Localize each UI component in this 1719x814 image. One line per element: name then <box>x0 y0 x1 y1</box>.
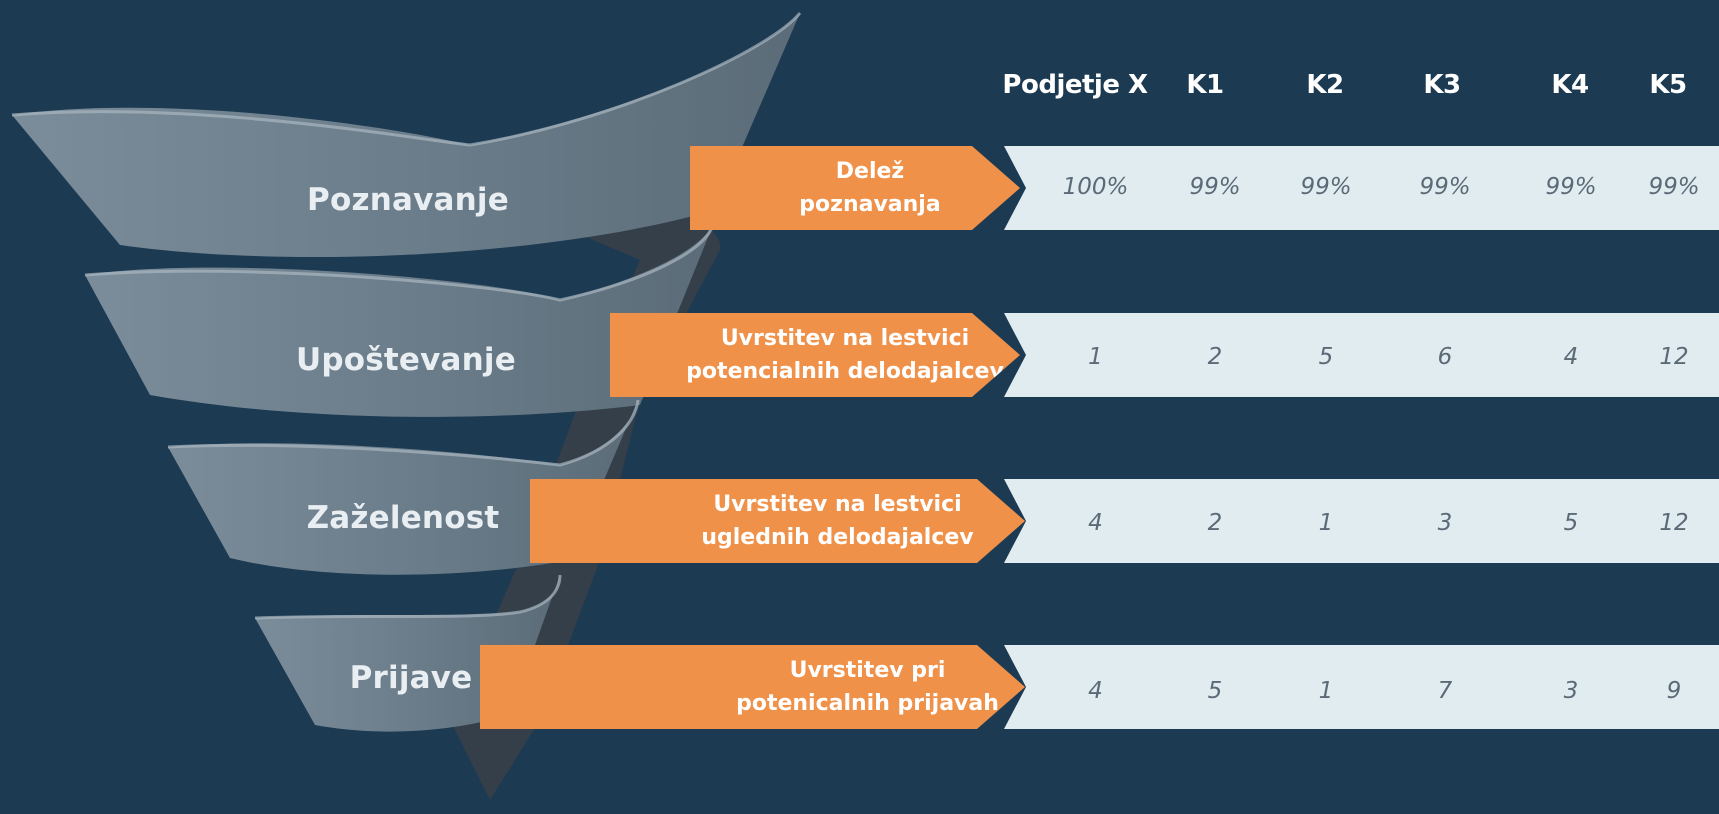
value-cell: 1 <box>1318 510 1334 536</box>
value-band-row-2 <box>1004 313 1719 397</box>
metric-label-line1: Delež <box>835 159 905 184</box>
value-cell: 12 <box>1659 344 1689 370</box>
stage-label-prijave: Prijave <box>349 660 473 696</box>
column-header-k3: K3 <box>1423 70 1461 100</box>
value-cell: 4 <box>1088 678 1103 704</box>
column-header-k4: K4 <box>1551 70 1589 100</box>
value-cell: 5 <box>1318 344 1334 370</box>
stage-label-poznavanje: Poznavanje <box>307 182 509 218</box>
value-band-row-3 <box>1004 479 1719 563</box>
metric-arrow-ugledni-delodajalci: Uvrstitev na lestvici uglednih delodajal… <box>530 479 1025 563</box>
stage-label-upostevanje: Upoštevanje <box>295 342 516 378</box>
value-band-row-1 <box>1004 146 1719 230</box>
value-cell: 99% <box>1189 174 1241 200</box>
value-cell: 2 <box>1207 510 1223 536</box>
metric-label-line2: uglednih delodajalcev <box>701 525 974 550</box>
value-cell: 99% <box>1545 174 1597 200</box>
funnel-graphic <box>11 12 802 800</box>
value-cell: 4 <box>1563 344 1579 370</box>
value-cell: 4 <box>1088 510 1103 536</box>
column-header-k2: K2 <box>1306 70 1344 100</box>
metric-label-line1: Uvrstitev na lestvici <box>713 492 962 517</box>
metric-arrow-potencialne-prijave: Uvrstitev pri potenicalnih prijavah <box>480 645 1025 729</box>
value-cell: 12 <box>1659 510 1689 536</box>
value-cell: 99% <box>1648 174 1700 200</box>
value-cell: 7 <box>1437 678 1453 704</box>
metric-label-line2: potencialnih delodajalcev <box>686 359 1004 384</box>
value-cell: 5 <box>1563 510 1579 536</box>
value-cell: 2 <box>1207 344 1223 370</box>
value-cell: 100% <box>1062 174 1129 200</box>
value-band-row-4 <box>1004 645 1719 729</box>
value-cell: 99% <box>1300 174 1352 200</box>
metric-label-line1: Uvrstitev na lestvici <box>720 326 970 351</box>
metric-arrow-potencialni-delodajalci: Uvrstitev na lestvici potencialnih delod… <box>610 313 1020 397</box>
metric-label-line1: Uvrstitev pri <box>789 658 946 683</box>
value-cell: 6 <box>1437 344 1453 370</box>
metric-arrow-delez-poznavanja: Delež poznavanja <box>690 146 1020 230</box>
column-header-k1: K1 <box>1186 70 1224 100</box>
metric-label-line2: poznavanja <box>799 192 941 217</box>
funnel-ring-3 <box>168 400 638 575</box>
value-cell: 1 <box>1088 344 1103 370</box>
metric-label-line2: potenicalnih prijavah <box>736 691 999 716</box>
column-header-k5: K5 <box>1649 70 1687 100</box>
value-cell: 3 <box>1437 510 1453 536</box>
value-cell: 3 <box>1563 678 1579 704</box>
value-cell: 1 <box>1318 678 1334 704</box>
value-cell: 9 <box>1666 678 1682 704</box>
column-header-podjetje-x: Podjetje X <box>1002 70 1148 100</box>
value-cell: 99% <box>1419 174 1471 200</box>
value-cell: 5 <box>1207 678 1223 704</box>
stage-label-zazelenost: Zaželenost <box>306 500 500 536</box>
